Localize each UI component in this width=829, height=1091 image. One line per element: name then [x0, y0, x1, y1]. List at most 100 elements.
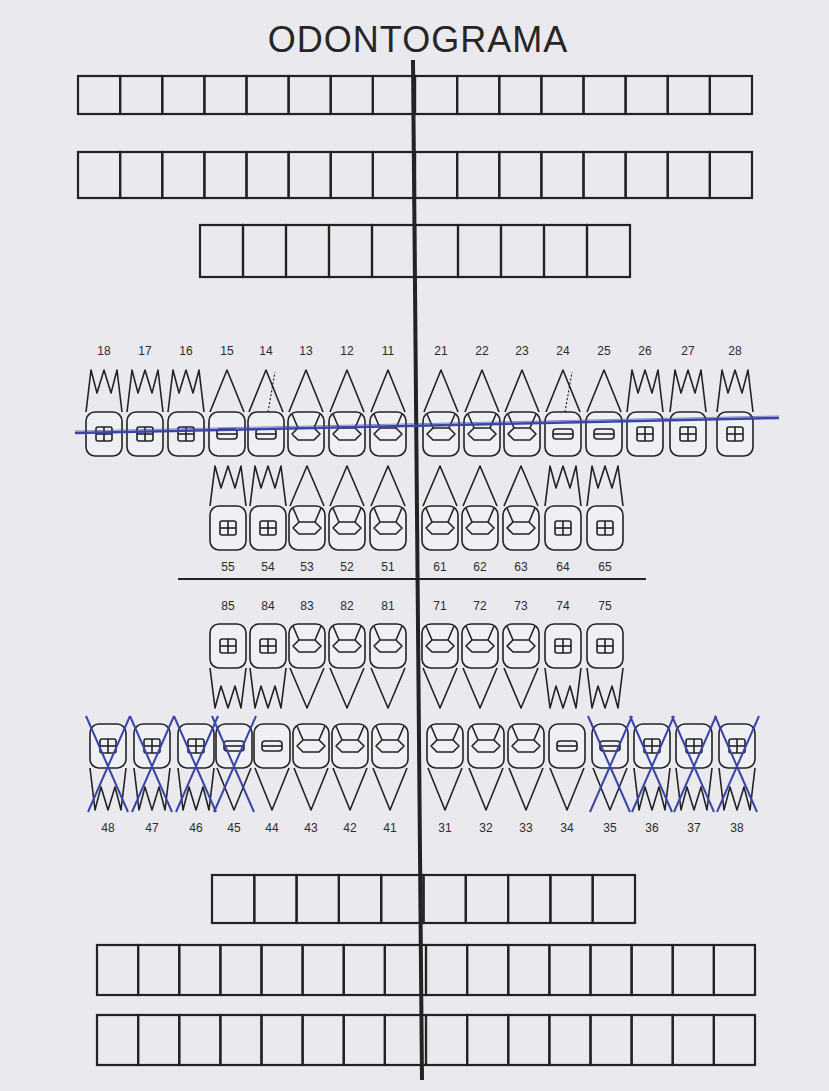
record-box — [626, 76, 668, 114]
root — [587, 668, 623, 708]
tooth-number: 22 — [475, 345, 488, 357]
tooth-symbol — [422, 624, 458, 708]
midline — [413, 60, 422, 1080]
occlusal — [144, 739, 160, 753]
record-box — [286, 225, 329, 277]
occlusal — [686, 739, 702, 753]
root — [424, 370, 458, 412]
extraction-mark — [214, 716, 256, 812]
record-box — [220, 1015, 261, 1065]
extraction-mark — [588, 716, 630, 812]
root — [210, 466, 246, 506]
crown — [545, 624, 581, 668]
root — [210, 668, 246, 708]
tooth-symbol — [586, 370, 622, 456]
tooth-number: 55 — [221, 561, 234, 573]
record-box — [243, 225, 286, 277]
occlusal — [374, 522, 402, 534]
extraction-mark — [672, 716, 714, 812]
record-box — [426, 1015, 467, 1065]
tooth-symbol — [254, 724, 290, 810]
record-box — [549, 945, 590, 995]
occlusal — [256, 429, 276, 439]
record-box — [584, 152, 626, 198]
record-box — [508, 875, 550, 923]
root-dotted — [268, 372, 275, 412]
tooth-symbol — [549, 724, 585, 810]
tooth-number: 12 — [340, 345, 353, 357]
tooth-number: 42 — [343, 822, 356, 834]
crown — [462, 624, 498, 668]
root — [90, 768, 126, 810]
record-box — [162, 76, 204, 114]
tooth-symbol — [329, 466, 365, 550]
tooth-symbol — [250, 624, 286, 708]
tooth-number: 32 — [479, 822, 492, 834]
occlusal — [376, 740, 404, 752]
tooth-symbol — [503, 624, 539, 708]
root — [178, 768, 214, 810]
record-box — [204, 76, 246, 114]
root — [371, 668, 405, 708]
record-box — [508, 1015, 549, 1065]
tooth-number: 82 — [340, 600, 353, 612]
root — [509, 768, 543, 810]
root — [670, 370, 706, 412]
root — [423, 668, 457, 708]
record-box — [212, 875, 254, 923]
occlusal — [507, 640, 535, 652]
occlusal — [637, 427, 653, 441]
record-box — [262, 945, 303, 995]
tooth-number: 44 — [265, 822, 278, 834]
record-box — [673, 945, 714, 995]
tooth-number: 21 — [434, 345, 447, 357]
extraction-mark — [86, 716, 128, 812]
record-box — [179, 1015, 220, 1065]
occlusal — [557, 741, 577, 751]
crown — [248, 412, 284, 456]
occlusal — [336, 740, 364, 752]
extraction-mark — [176, 716, 218, 812]
tooth-symbol — [127, 370, 163, 456]
tooth-number: 18 — [97, 345, 110, 357]
crown — [370, 412, 406, 456]
occlusal — [555, 639, 571, 653]
tooth-number: 85 — [221, 600, 234, 612]
occlusal — [374, 640, 402, 652]
extraction-mark — [674, 716, 716, 812]
root — [168, 370, 204, 412]
occlusal — [297, 740, 325, 752]
root — [545, 668, 581, 708]
record-box — [200, 225, 243, 277]
crown — [168, 412, 204, 456]
tooth-number: 71 — [433, 600, 446, 612]
record-box — [162, 152, 204, 198]
crown — [216, 724, 252, 768]
record-box — [97, 945, 138, 995]
root — [290, 466, 324, 506]
record-box — [541, 76, 583, 114]
occlusal — [220, 521, 236, 535]
crown — [332, 724, 368, 768]
tooth-symbol — [545, 466, 581, 550]
extraction-mark — [174, 716, 216, 812]
root — [550, 768, 584, 810]
occlusal — [188, 739, 204, 753]
crown — [288, 412, 324, 456]
tooth-number: 43 — [304, 822, 317, 834]
root — [330, 668, 364, 708]
record-box — [593, 875, 635, 923]
crown — [178, 724, 214, 768]
tooth-number: 38 — [730, 822, 743, 834]
record-box — [668, 76, 710, 114]
tooth-number: 33 — [519, 822, 532, 834]
tooth-number: 15 — [220, 345, 233, 357]
crown — [254, 724, 290, 768]
extraction-mark — [88, 716, 130, 812]
tooth-number: 54 — [261, 561, 274, 573]
tooth-symbol — [545, 370, 581, 456]
crown — [293, 724, 329, 768]
record-box — [632, 945, 673, 995]
crown — [462, 506, 498, 550]
